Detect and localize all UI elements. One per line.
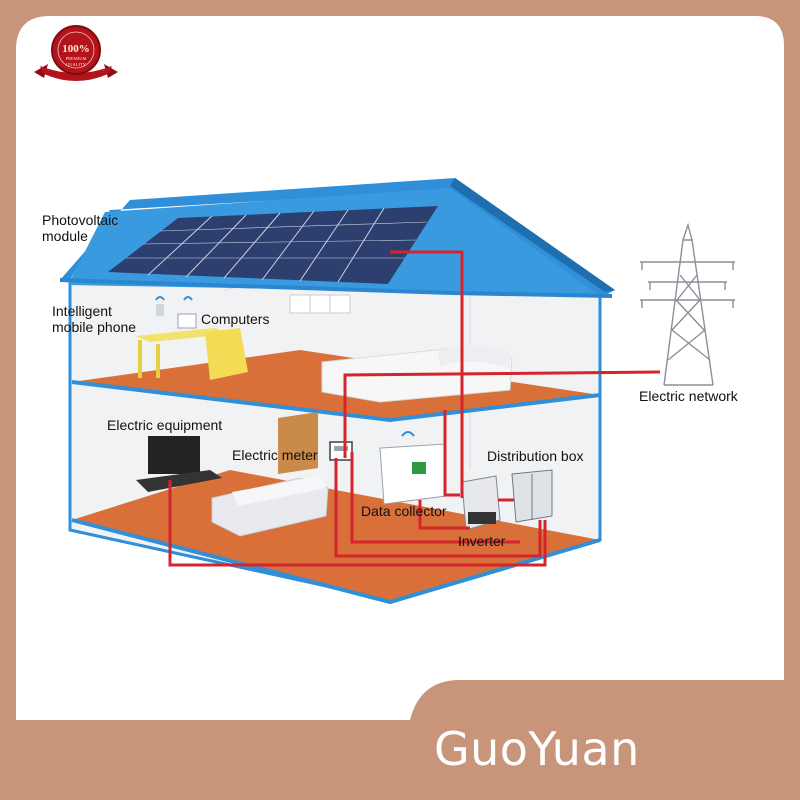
label-inverter: Inverter [458, 533, 506, 549]
sofa-icon [211, 476, 329, 537]
quality-badge-icon: 100% PREMIUM QUALITY [34, 25, 118, 81]
power-pylon-icon [640, 222, 735, 386]
window-icon [289, 294, 351, 314]
solar-panel-array-icon [108, 206, 438, 284]
wiring [168, 250, 661, 567]
television-icon [136, 436, 222, 492]
desk-icon [136, 313, 248, 380]
data-collector-icon [379, 431, 447, 505]
distribution-box-icon [511, 469, 553, 523]
brand-name: GuoYuan [434, 722, 640, 776]
label-data-collector: Data collector [361, 503, 447, 519]
badge-premium: PREMIUM [65, 56, 86, 61]
label-electric-meter: Electric meter [232, 447, 318, 463]
label-distribution-box: Distribution box [487, 448, 584, 464]
label-electric-network: Electric network [639, 388, 738, 404]
inverter-icon [461, 475, 501, 531]
wifi-icon [155, 296, 193, 316]
badge-quality: QUALITY [66, 62, 87, 67]
label-computers: Computers [201, 311, 270, 327]
electric-meter-icon [329, 441, 353, 461]
door-icon [278, 412, 318, 474]
label-electric-equipment: Electric equipment [107, 417, 223, 433]
badge-percent: 100% [62, 43, 90, 55]
